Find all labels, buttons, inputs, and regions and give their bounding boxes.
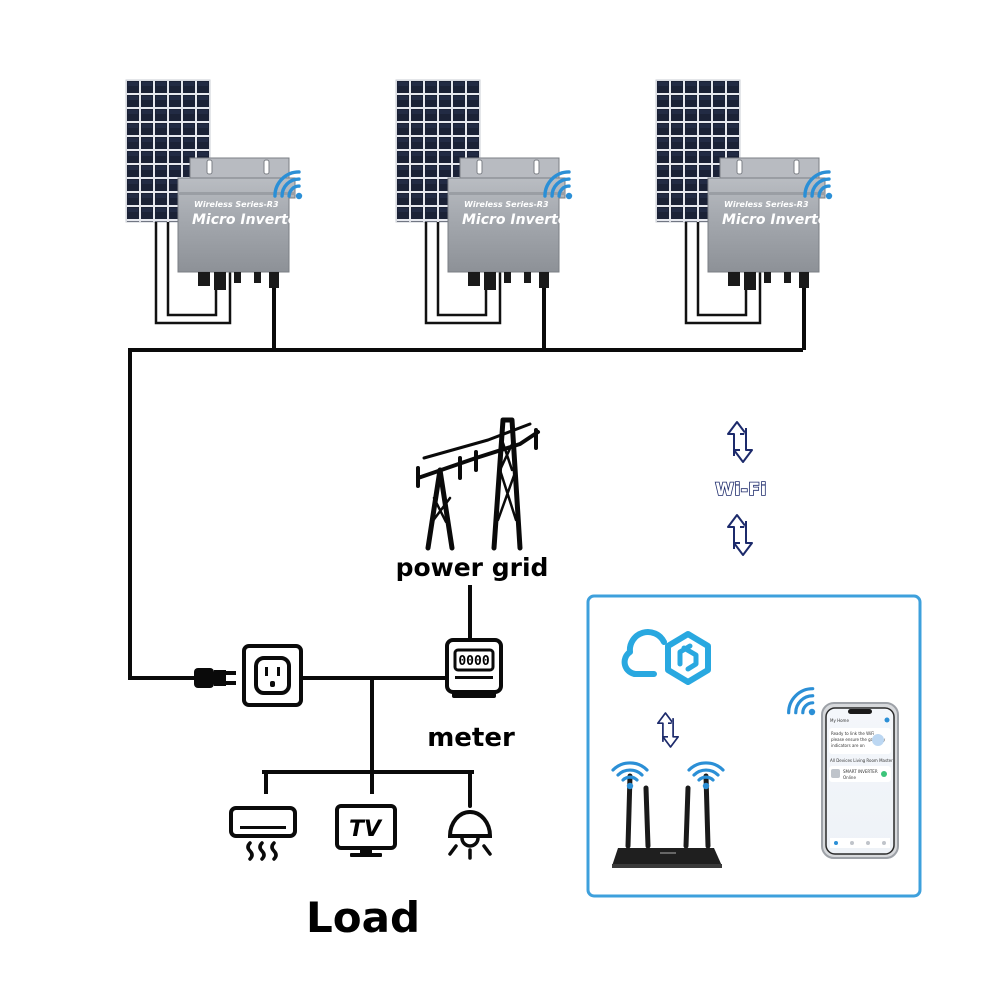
solar-unit-1: Wireless Series-R3 Micro Inverter: [124, 78, 316, 352]
phone-device-status: Online: [843, 775, 856, 780]
sync-arrows-icon: [727, 514, 753, 556]
router-icon: [612, 773, 722, 868]
phone-banner-line3: indicators are on: [831, 743, 865, 748]
tv-icon: TV: [335, 804, 397, 857]
electric-meter-icon: 0000: [445, 638, 503, 698]
inverter-series-label: Wireless Series-R3: [194, 200, 279, 209]
phone-banner-line2: please ensure the gateway: [831, 737, 886, 742]
inverter-series-label: Wireless Series-R3: [464, 200, 549, 209]
wall-socket-icon: [242, 644, 303, 707]
air-conditioner-icon: [229, 806, 297, 861]
solar-unit-2: Wireless Series-R3 Micro Inverter: [394, 78, 586, 352]
smartphone-icon: My Home Ready to link the WiFi please en…: [821, 702, 899, 859]
ceiling-lamp-icon: [447, 792, 493, 860]
phone-header: My Home: [830, 718, 849, 723]
load-label: Load: [306, 893, 420, 942]
sync-arrows-icon: [727, 421, 753, 463]
phone-tabs: All Devices Living Room Master: [830, 758, 893, 763]
meter-label: meter: [427, 723, 515, 753]
inverter-model-label: Micro Inverter: [722, 212, 835, 228]
cloud-icon: [621, 629, 711, 685]
inverter-model-label: Micro Inverter: [462, 212, 575, 228]
inverter-series-label: Wireless Series-R3: [724, 200, 809, 209]
power-tower-icon: [416, 417, 540, 551]
plug-icon: [194, 668, 236, 688]
tv-label: TV: [349, 817, 383, 842]
power-grid-label: power grid: [396, 553, 549, 582]
ac-wiring: [128, 348, 803, 794]
solar-unit-3: Wireless Series-R3 Micro Inverter: [654, 78, 846, 352]
phone-device-name: SMART INVERTER: [843, 769, 878, 774]
inverter-model-label: Micro Inverter: [192, 212, 305, 228]
phone-banner-line1: Ready to link the WiFi: [831, 731, 874, 736]
meter-reading: 0000: [458, 654, 489, 669]
wifi-label: Wi-Fi: [715, 480, 767, 500]
